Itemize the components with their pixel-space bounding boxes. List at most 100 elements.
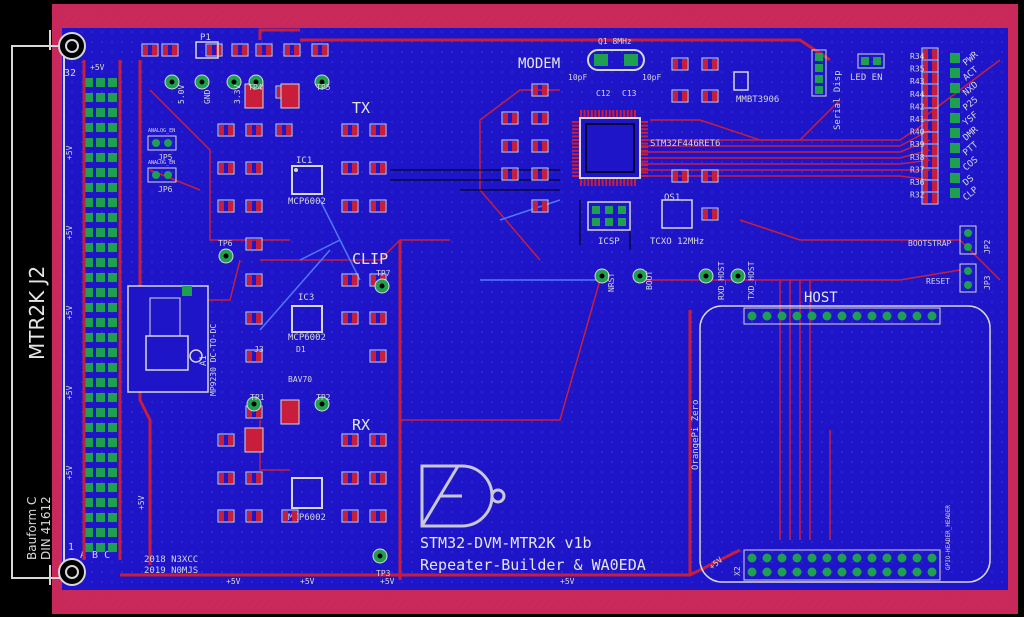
power-net-label: +5V	[65, 145, 74, 160]
din-pad	[84, 528, 93, 537]
tp4-label: TP4	[248, 83, 263, 92]
passive-footprint	[501, 111, 519, 125]
passive-footprint	[701, 169, 719, 183]
power-net-label: +5V	[65, 385, 74, 400]
passive-footprint	[701, 207, 719, 221]
ic1-label: IC1	[296, 156, 312, 166]
power-net-label: +5V	[380, 577, 395, 586]
din-pad	[108, 213, 117, 222]
icsp-header: ICSP	[587, 201, 631, 247]
passive-footprint	[369, 433, 387, 447]
din-pad	[108, 108, 117, 117]
passive-footprint	[341, 199, 359, 213]
power-net-label: +5V	[226, 577, 241, 586]
ic1-part-label: MCP6002	[288, 197, 326, 207]
gpio-pin	[807, 567, 817, 577]
c13-label: C13	[622, 89, 637, 98]
led-resistor-label: R34	[910, 52, 925, 61]
din-pad	[96, 123, 105, 132]
gpio-pin	[867, 567, 877, 577]
passive-footprint	[531, 167, 549, 181]
din-pad	[108, 123, 117, 132]
passive-footprint	[245, 237, 263, 251]
passive-footprint	[341, 123, 359, 137]
din-pad	[84, 243, 93, 252]
led-pad	[950, 113, 960, 123]
host-pin	[867, 311, 877, 321]
serial-disp-header: Serial Disp	[811, 49, 843, 130]
din-pad	[96, 198, 105, 207]
cap-10pf-right: 10pF	[642, 73, 661, 82]
boot-label: BOOT	[645, 271, 654, 290]
host-pin	[927, 311, 937, 321]
din-pad	[84, 213, 93, 222]
gpio-pin	[882, 567, 892, 577]
din-label: DIN 41612	[39, 496, 53, 560]
led-resistor-label: R35	[910, 65, 925, 74]
din-pad	[96, 528, 105, 537]
ic5-part-label: MCP6002	[288, 513, 326, 523]
os1-label: OS1	[664, 193, 680, 203]
din-pad	[108, 318, 117, 327]
gpio-pin	[912, 553, 922, 563]
passive-footprint	[341, 471, 359, 485]
reset-jumper: RESET JP3	[926, 263, 992, 293]
led-pad	[950, 98, 960, 108]
passive-footprint	[671, 169, 689, 183]
led-resistor-label: R40	[910, 128, 925, 137]
crystal-label: Q1 8MHz	[598, 37, 632, 46]
passive-footprint	[701, 57, 719, 71]
passive-footprint	[369, 471, 387, 485]
gpio-pin	[792, 553, 802, 563]
led-pad	[950, 143, 960, 153]
passive-footprint	[501, 139, 519, 153]
rxd-host-label: RXD_HOST	[717, 261, 726, 300]
ic5-opamp: MCP6002	[288, 477, 326, 523]
dcdc-label: MP9230 DC-TO-DC	[209, 324, 218, 396]
passive-footprint	[341, 273, 359, 287]
din-pad	[96, 453, 105, 462]
power-net-label: +5V	[90, 63, 105, 72]
icsp-pin	[618, 206, 626, 214]
inductor-footprint	[280, 83, 300, 109]
nand-gate-logo	[420, 464, 506, 528]
passive-footprint	[341, 311, 359, 325]
din-pad	[84, 438, 93, 447]
din-pad	[108, 303, 117, 312]
row-32-label: 32	[64, 68, 76, 79]
din-pad	[84, 123, 93, 132]
din-pad	[96, 228, 105, 237]
din-pad	[108, 288, 117, 297]
passive-footprint	[245, 123, 263, 137]
din-connector-body	[11, 45, 65, 579]
din-pad	[96, 363, 105, 372]
gpio-pin	[762, 553, 772, 563]
abc-label: A B C	[80, 550, 110, 561]
section-label-clip: CLIP	[352, 250, 388, 268]
passive-footprint	[245, 311, 263, 325]
din-pad	[84, 303, 93, 312]
din-pad	[96, 303, 105, 312]
din-pad	[108, 273, 117, 282]
led-resistor-label: R36	[910, 178, 925, 187]
credit-line-1: 2018 N3XCC	[144, 555, 198, 565]
din-pad	[84, 78, 93, 87]
passive-footprint	[701, 89, 719, 103]
txd-host-label: TXD_HOST	[747, 261, 756, 300]
mcu-stm32: STM32F446RET6	[572, 110, 720, 186]
passive-footprint	[531, 83, 549, 97]
passive-footprint	[217, 433, 235, 447]
host-pin	[912, 311, 922, 321]
din-pad	[96, 543, 105, 552]
passive-footprint	[369, 349, 387, 363]
jp3-label: JP3	[983, 275, 992, 290]
passive-footprint	[141, 43, 159, 57]
passive-footprint	[369, 199, 387, 213]
power-net-label: +5V	[137, 495, 146, 510]
gpio-pin	[927, 567, 937, 577]
power-net-label: +5V	[65, 465, 74, 480]
c12-label: C12	[596, 89, 611, 98]
passive-footprint	[217, 199, 235, 213]
din-pad	[96, 423, 105, 432]
gpio-pin	[837, 567, 847, 577]
